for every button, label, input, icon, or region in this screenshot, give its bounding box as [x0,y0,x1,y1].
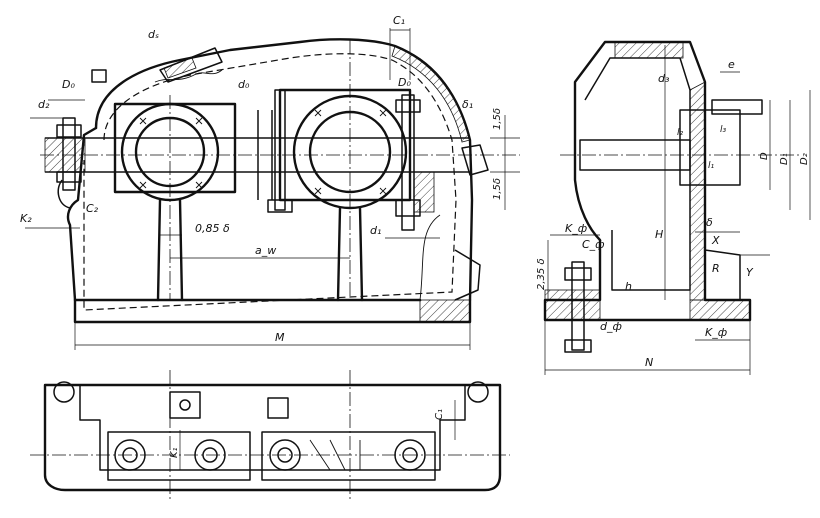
plan-drain [267,397,289,419]
label-l1: l₁ [708,161,715,171]
right-bolt [401,94,415,231]
inspection-cover [159,47,223,83]
label-1-5-delta-top: 1,5δ [492,108,503,130]
label-delta-right: δ [706,216,713,229]
left-nut-bottom [56,171,82,183]
label-k-phi-left: K_ф [565,222,587,235]
front-view [40,38,520,324]
bearing-right [278,40,412,300]
label-e: e [728,58,735,71]
drain-plug [454,249,481,301]
plan-boss-right [261,431,436,481]
side-shaft-hub [679,109,741,186]
cover-hatched-wall [391,45,471,143]
label-k1: K₁ [169,447,180,458]
left-bolt [62,117,76,191]
label-d-phi: d_ф [600,320,622,333]
label-d0-left: D₀ [62,78,75,91]
label-h-small: h [625,280,632,293]
side-view [543,40,800,353]
left-nut-top [56,124,82,138]
housing-cover-outline [94,38,474,302]
plan-inspection-dot [179,399,191,411]
rib-left [156,198,184,302]
label-c1-bottom: C₁ [434,409,445,420]
plan-outline [43,383,502,492]
right-break-line [419,214,441,301]
housing-left-wall [66,126,98,302]
foundation-nut-bottom [564,339,592,353]
label-1-5-delta-bot: 1,5δ [492,178,503,200]
inner-wall-dashed [83,53,457,311]
labels: dₛ C₁ D₀ d₂ d₀ D₀ δ₁ 1,5δ 1,5δ K₂ C₂ 0,8… [20,14,810,458]
side-hatch-base [689,299,751,321]
top-left-lug [91,69,107,83]
label-n: N [645,356,653,369]
label-c2: C₂ [86,202,99,215]
label-0-85-delta: 0,85 δ [195,222,230,235]
flange-left-cut [57,179,71,209]
plan-corner-hole-left [53,381,75,403]
foundation-hatch [544,289,601,321]
label-y: Y [746,266,754,279]
label-d-right: D [759,152,770,160]
label-d1-lower: d₁ [370,224,381,237]
foundation-nut [564,267,592,281]
right-boss-hatch [413,171,435,213]
cover-break-line [154,69,223,83]
side-hatch-wall [689,81,706,301]
label-k-phi-right: K_ф [705,326,727,339]
right-sight-glass [461,144,489,176]
mid-bolt [274,89,286,211]
label-d-s: dₛ [148,28,159,41]
plan-corner-hole-right [467,381,489,403]
label-d0-mid: d₀ [238,78,250,91]
label-d3: d₃ [658,72,670,85]
side-hatch-top [614,41,684,59]
label-c-phi: C_ф [582,238,605,251]
side-shaft [579,139,691,171]
label-l2: l₂ [677,128,684,138]
rib-right [336,206,364,302]
plan-boss-left [107,431,251,481]
mid-bolt-head [267,199,293,213]
label-aw: a_w [255,244,276,257]
plan-view [30,370,510,500]
label-2-35-delta: 2,35 δ [536,258,547,290]
label-d2-right: D₂ [799,153,810,165]
bearing-left [113,95,237,300]
label-m: M [275,331,285,344]
label-h-big: H [655,228,663,241]
label-d0-right: D₀ [398,76,411,89]
label-k2: K₂ [20,212,32,225]
label-d2: d₂ [38,98,50,111]
label-x: X [711,234,720,247]
plan-inspection [169,391,201,419]
plan-inner [79,385,466,471]
label-d1-right: D₁ [779,153,790,165]
label-l3: l₃ [720,125,727,135]
right-nut [395,99,421,113]
label-r: R [712,262,720,275]
right-base-hatch [419,299,471,323]
base-flange [73,298,472,324]
label-delta-top: δ₁ [462,98,473,111]
side-outline [543,40,752,322]
label-c1-top: C₁ [393,14,405,27]
rib-mid [257,110,273,200]
breather-boss [163,57,197,79]
side-bolt [711,99,763,115]
dimension-lines [25,28,811,470]
side-fillet [704,249,741,300]
